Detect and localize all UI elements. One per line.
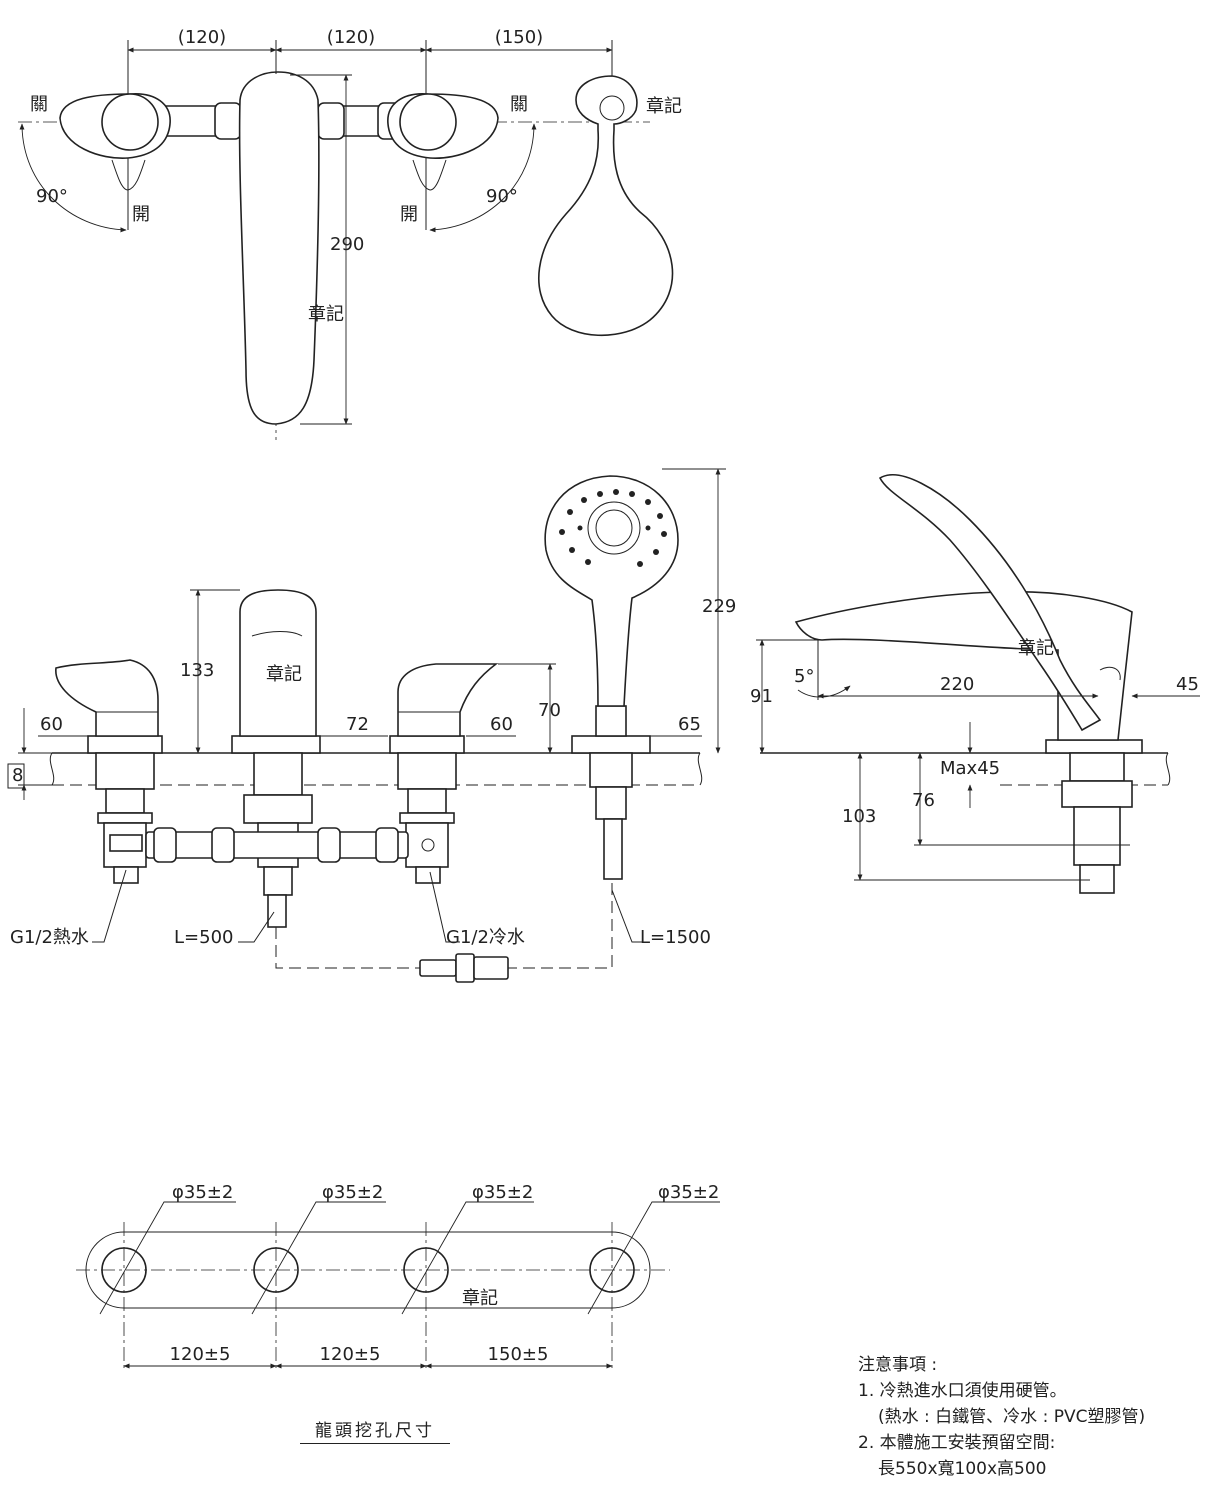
shower-height: 229 xyxy=(702,596,736,617)
close-label-right: 關 xyxy=(510,94,528,115)
hole-spacing-3: 150±5 xyxy=(488,1344,549,1365)
dim-60-left: 60 xyxy=(40,714,63,735)
dim-72: 72 xyxy=(346,714,369,735)
hole-spacing-2: 120±5 xyxy=(320,1344,381,1365)
hole-layout-caption: 龍頭挖孔尺寸 xyxy=(300,1416,450,1444)
notes-title: 注意事項 : xyxy=(858,1355,938,1375)
deck-thickness: 8 xyxy=(12,765,23,786)
notes-item-1: 1. 冷熱進水口須使用硬管。 xyxy=(858,1381,1067,1401)
hot-inlet-label: G1/2熱水 xyxy=(10,927,89,948)
notes-item-2: 2. 本體施工安裝預留空間: xyxy=(858,1433,1056,1453)
notes-item-1-detail: (熱水 : 白鐵管、冷水 : PVC塑膠管) xyxy=(878,1407,1146,1427)
hole-diameter-4: φ35±2 xyxy=(658,1182,719,1203)
shower-hose-label: L=1500 xyxy=(640,927,711,948)
dim-65: 65 xyxy=(678,714,701,735)
handle-height: 70 xyxy=(538,700,561,721)
dim-top-1: (120) xyxy=(178,27,226,48)
angle-label-left: 90° xyxy=(36,186,68,207)
dim-top-3: (150) xyxy=(495,27,543,48)
hole-spacing-1: 120±5 xyxy=(170,1344,231,1365)
spout-height: 133 xyxy=(180,660,214,681)
hole-diameter-3: φ35±2 xyxy=(472,1182,533,1203)
top-view: (120) (120) (150) 關 關 開 開 90° 90° 章記 xyxy=(18,27,682,440)
side-angle-5: 5° xyxy=(794,666,814,687)
dim-top-2: (120) xyxy=(327,27,375,48)
front-brand-mark: 章記 xyxy=(266,664,302,685)
hole-diameter-1: φ35±2 xyxy=(172,1182,233,1203)
side-brand-mark: 章記 xyxy=(1018,638,1054,659)
angle-label-right: 90° xyxy=(486,186,518,207)
side-reach-220: 220 xyxy=(940,674,974,695)
dim-60-right: 60 xyxy=(490,714,513,735)
close-label-left: 關 xyxy=(30,94,48,115)
shower-brand-mark: 章記 xyxy=(646,96,682,117)
spout-hose-label: L=500 xyxy=(174,927,233,948)
side-dim-76: 76 xyxy=(912,790,935,811)
open-label-right: 開 xyxy=(400,204,418,225)
spout-length: 290 xyxy=(330,234,364,255)
side-dim-103: 103 xyxy=(842,806,876,827)
hole-diameter-2: φ35±2 xyxy=(322,1182,383,1203)
side-view: 章記 91 5° 220 45 Max45 76 103 xyxy=(750,474,1200,894)
installation-notes: 注意事項 : 1. 冷熱進水口須使用硬管。 (熱水 : 白鐵管、冷水 : PVC… xyxy=(858,1352,1208,1482)
cold-inlet-label: G1/2冷水 xyxy=(446,927,525,948)
side-dim-45: 45 xyxy=(1176,674,1199,695)
hole-layout: φ35±2 φ35±2 φ35±2 φ35±2 章記 120±5 120±5 1… xyxy=(76,1182,720,1372)
side-max-deck: Max45 xyxy=(940,758,1000,779)
hole-brand-mark: 章記 xyxy=(462,1288,498,1309)
spout-brand-mark: 章記 xyxy=(308,304,344,325)
open-label-left: 開 xyxy=(132,204,150,225)
side-height-91: 91 xyxy=(750,686,773,707)
front-view: 8 章記 xyxy=(7,468,736,983)
notes-item-2-detail: 長550x寬100x高500 xyxy=(878,1459,1047,1479)
